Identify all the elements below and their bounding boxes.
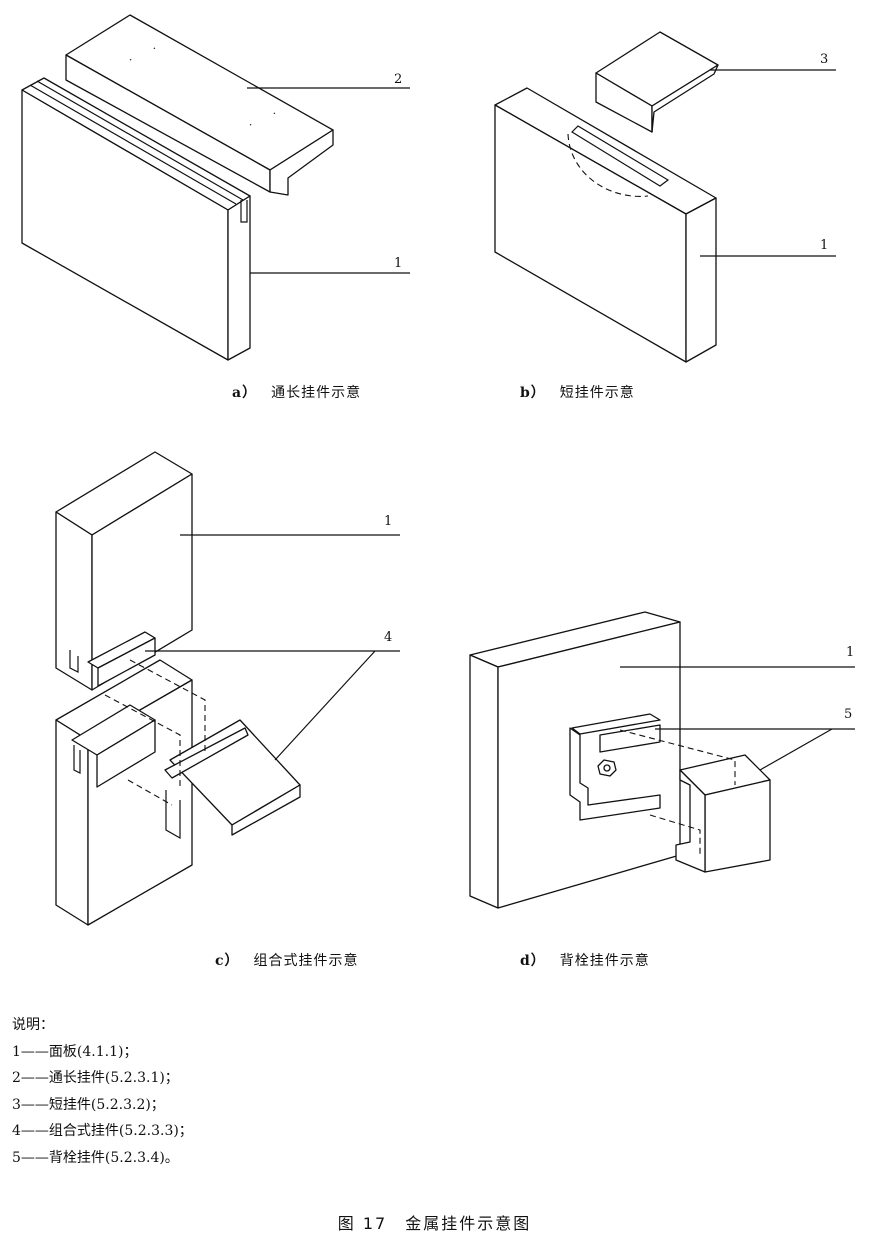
- label-b-1: 1: [820, 238, 828, 253]
- caption-b-key: b）: [520, 385, 546, 401]
- caption-a-text: 通长挂件示意: [271, 385, 362, 401]
- caption-d-text: 背栓挂件示意: [559, 953, 650, 969]
- figure-drawing: 2 1 3 1: [21, 14, 855, 926]
- caption-d: d） 背栓挂件示意: [520, 950, 650, 970]
- legend-item-3: 3——短挂件(5.2.3.2)；: [12, 1096, 165, 1113]
- figure-title: 图 17 金属挂件示意图: [337, 1214, 532, 1233]
- panel-c-drawing: [55, 451, 400, 926]
- legend-item-4: 4——组合式挂件(5.2.3.3)；: [12, 1123, 193, 1139]
- label-a-1: 1: [394, 256, 402, 271]
- panel-a-drawing: [21, 14, 410, 361]
- label-b-3: 3: [820, 52, 828, 67]
- caption-c: c） 组合式挂件示意: [215, 950, 359, 970]
- caption-a: a） 通长挂件示意: [232, 382, 361, 402]
- caption-c-text: 组合式挂件示意: [253, 953, 359, 969]
- label-d-1: 1: [846, 645, 854, 660]
- legend-item-1: 1——面板(4.1.1)；: [12, 1043, 138, 1060]
- label-c-4: 4: [384, 630, 392, 645]
- legend-heading: 说明：: [12, 1017, 54, 1033]
- panel-d-drawing: [469, 611, 855, 909]
- label-a-2: 2: [394, 72, 402, 87]
- legend-item-5: 5——背栓挂件(5.2.3.4)。: [12, 1149, 179, 1166]
- label-d-5: 5: [844, 707, 852, 722]
- label-c-1: 1: [384, 514, 392, 529]
- panel-b-drawing: [494, 31, 836, 363]
- caption-d-key: d）: [520, 953, 546, 969]
- caption-c-key: c）: [215, 953, 240, 969]
- legend: 说明： 1——面板(4.1.1)； 2——通长挂件(5.2.3.1)； 3——短…: [12, 1012, 193, 1171]
- caption-b: b） 短挂件示意: [520, 382, 635, 402]
- caption-b-text: 短挂件示意: [559, 385, 635, 401]
- legend-item-2: 2——通长挂件(5.2.3.1)；: [12, 1070, 179, 1086]
- caption-a-key: a）: [232, 385, 258, 401]
